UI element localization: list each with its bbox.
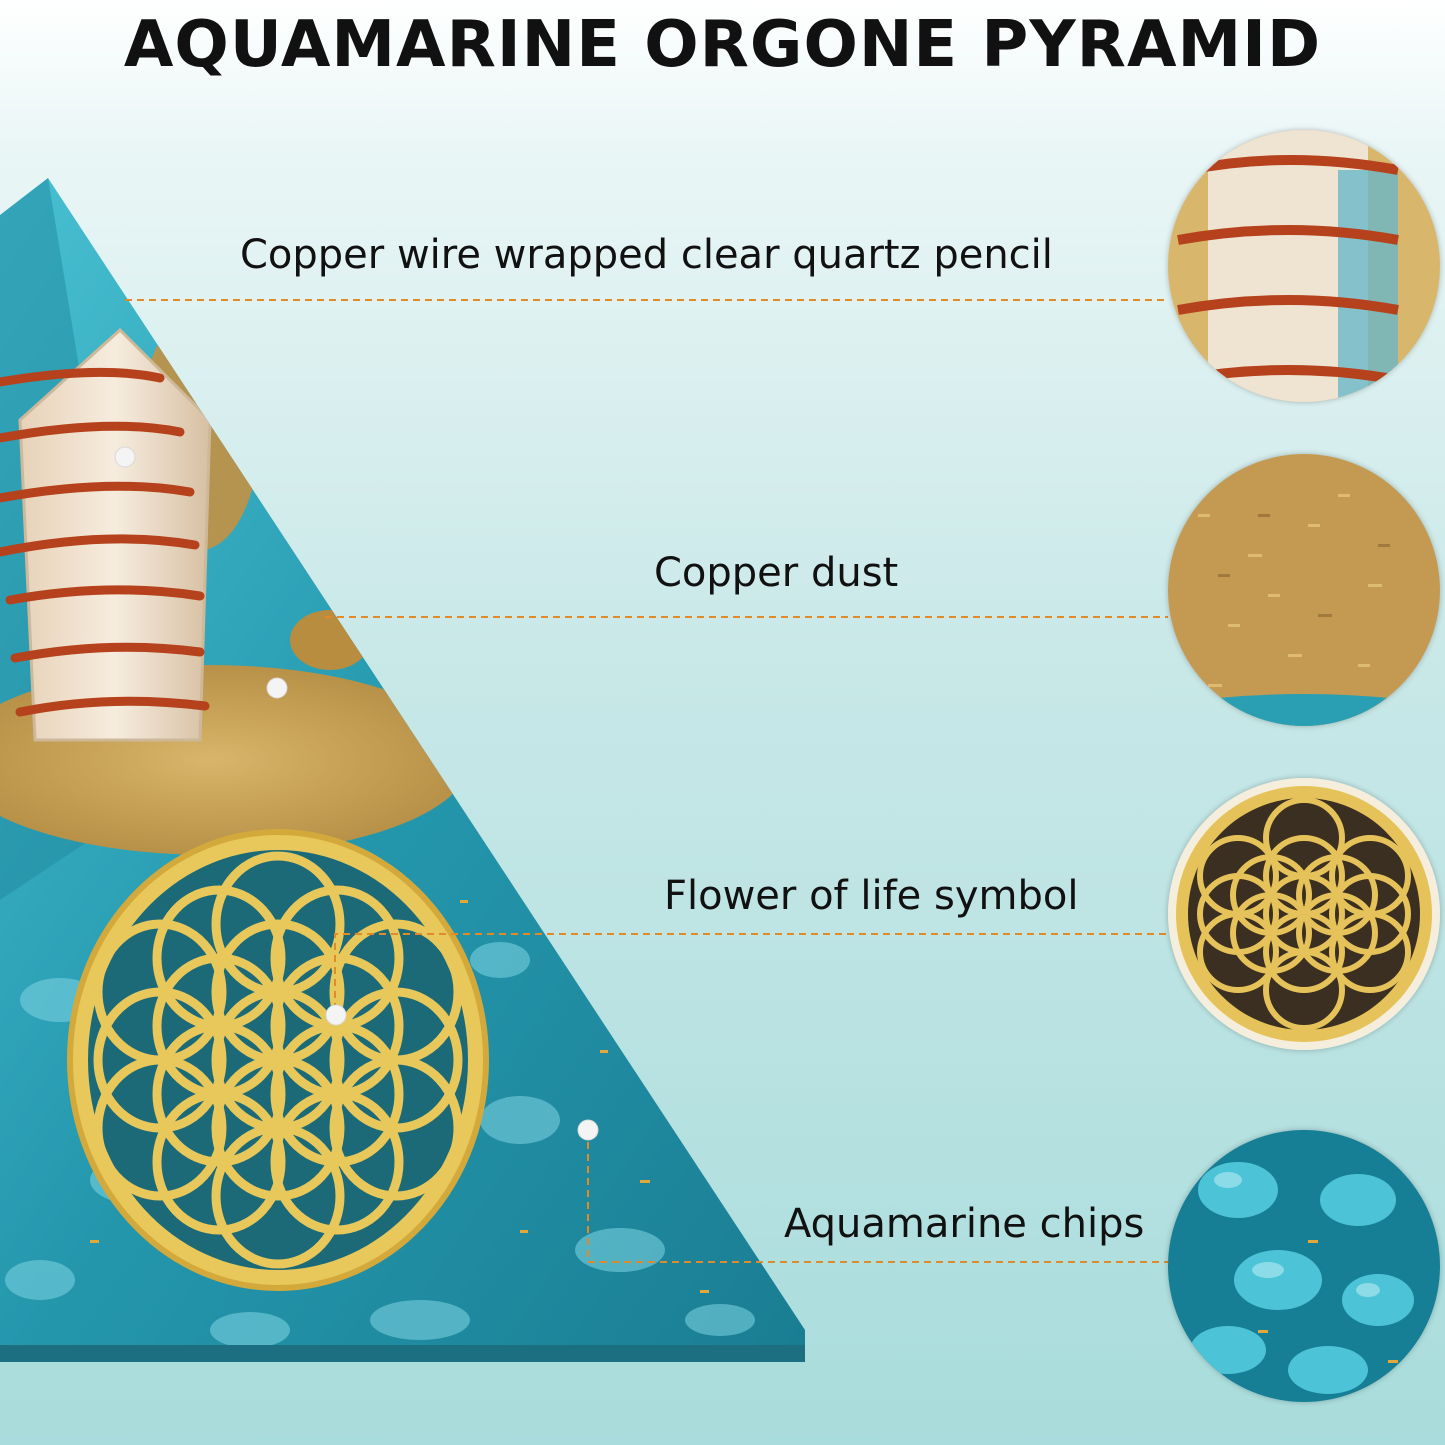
quartz-pencil-closeup-icon [1168, 130, 1440, 402]
leader-line-flower [334, 933, 1168, 1010]
flower-of-life-disc [67, 829, 489, 1291]
marker-copper-dust [266, 677, 288, 699]
marker-flower [325, 1004, 347, 1026]
label-copper-dust: Copper dust [654, 550, 899, 596]
label-aquamarine-chips: Aquamarine chips [784, 1201, 1145, 1247]
aquamarine-chips-closeup-icon [1168, 1130, 1440, 1402]
flower-of-life-closeup-icon [1168, 778, 1440, 1050]
label-flower-of-life: Flower of life symbol [664, 873, 1079, 919]
leader-line-aquamarine [587, 1130, 1168, 1263]
marker-quartz [114, 446, 136, 468]
page-title: AQUAMARINE ORGONE PYRAMID [123, 8, 1322, 82]
copper-dust-closeup-icon [1168, 454, 1440, 726]
marker-aquamarine [577, 1119, 599, 1141]
pyramid-body [0, 178, 805, 1362]
label-quartz-pencil: Copper wire wrapped clear quartz pencil [240, 232, 1053, 278]
